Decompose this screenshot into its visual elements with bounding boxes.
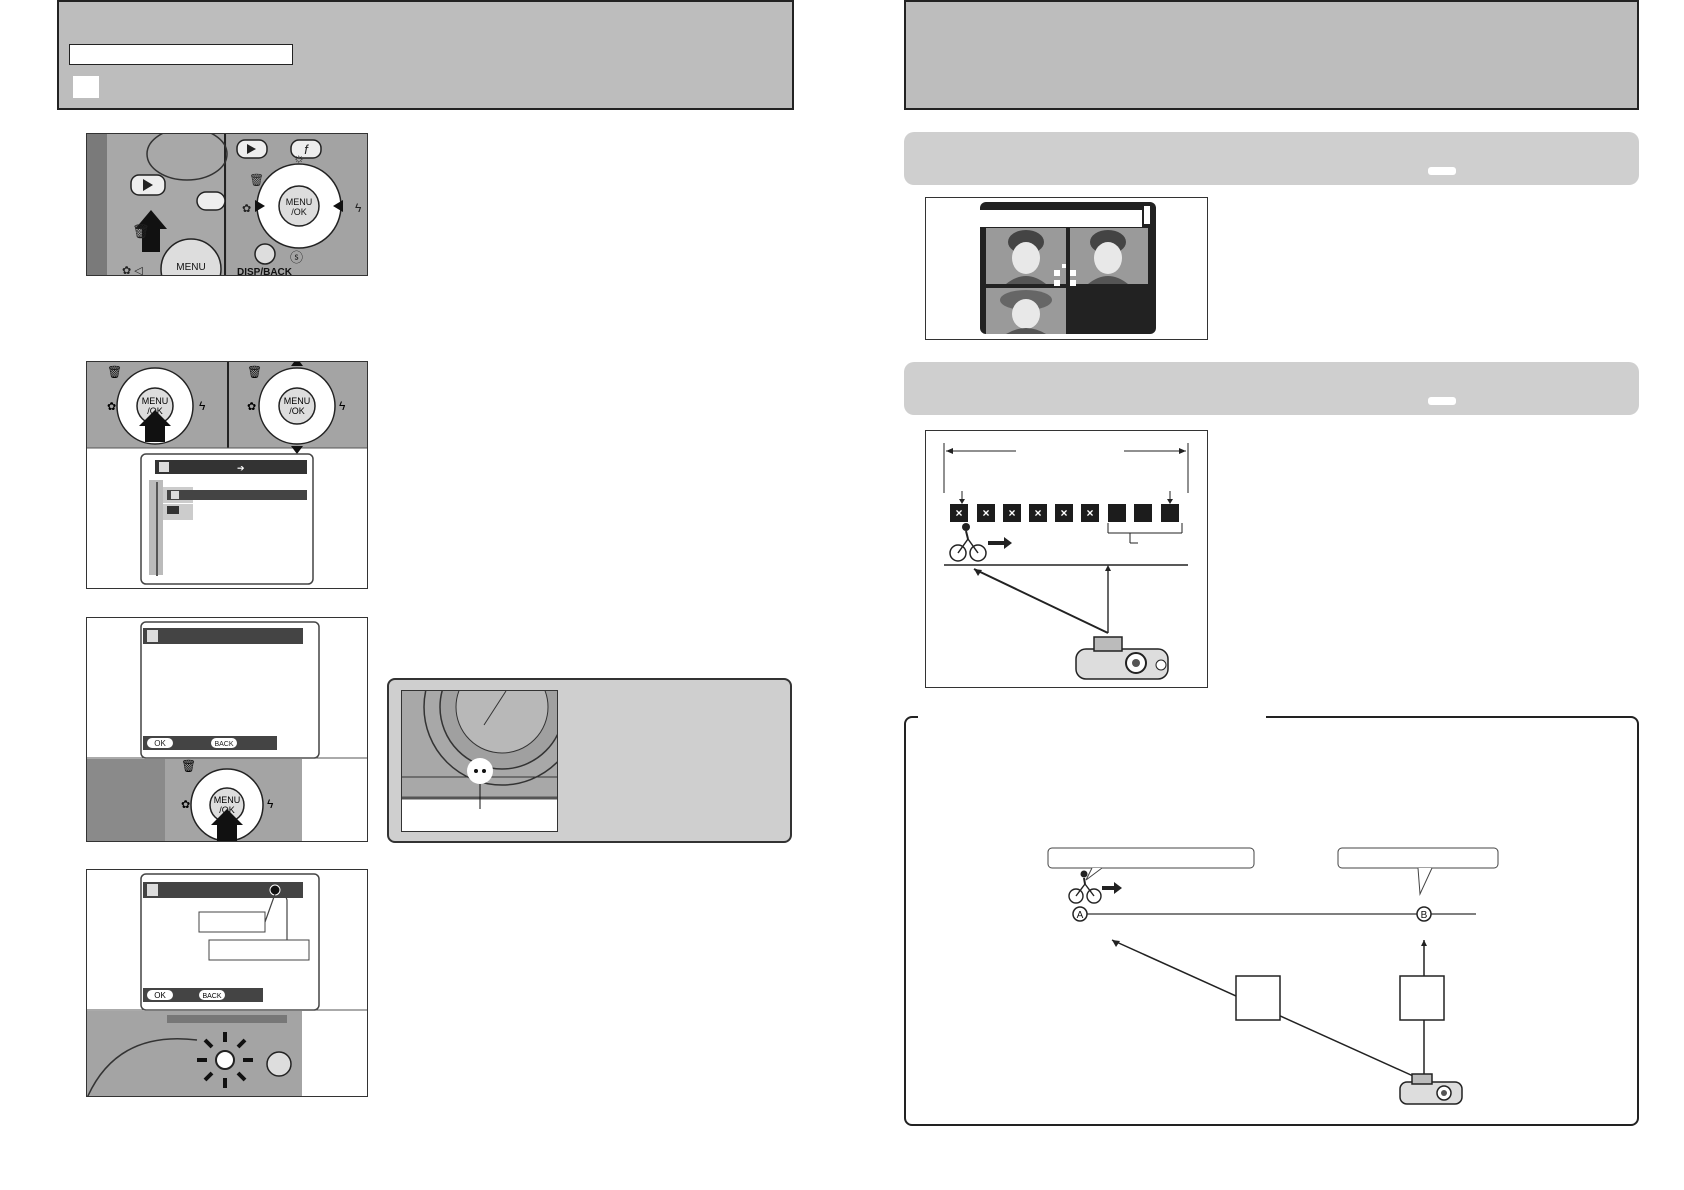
left-header-band (57, 0, 794, 110)
multi-frame-figure (925, 197, 1208, 340)
svg-text:➔: ➔ (237, 463, 245, 473)
section-bar-1-chip (1428, 167, 1456, 175)
frame-kept-3 (1161, 504, 1179, 522)
svg-text:ϟ: ϟ (267, 797, 274, 811)
svg-text:f: f (304, 142, 309, 157)
svg-text:✿: ✿ (181, 799, 190, 811)
camera-icon (1399, 1073, 1463, 1105)
svg-text:✿: ✿ (107, 401, 116, 413)
frame-x-5: × (1055, 504, 1073, 522)
section-bar-2 (904, 362, 1639, 415)
svg-text:MENU: MENU (286, 197, 313, 207)
svg-text:ϟ: ϟ (199, 399, 206, 413)
svg-text:/OK: /OK (289, 406, 305, 416)
frame-x-6: × (1081, 504, 1099, 522)
svg-text:OK: OK (154, 991, 166, 1000)
frame-x-3: × (1003, 504, 1021, 522)
section-bar-1 (904, 132, 1639, 185)
f-button-icon (196, 191, 226, 211)
step2-svg: MENU /OK ✿ ϟ 🗑 MENU /OK ✿ ϟ 🗑 ➔ (87, 362, 367, 585)
svg-text:🗑: 🗑 (249, 173, 264, 187)
microphone-icon (159, 462, 169, 472)
step3-svg: OK BACK MENU /OK ✿ ϟ 🗑 (87, 621, 367, 841)
svg-text:🗑: 🗑 (181, 759, 196, 773)
frame-kept-1 (1108, 504, 1126, 522)
distance-box-a (1235, 975, 1281, 1021)
svg-text:🗑: 🗑 (107, 365, 122, 379)
marker-b-label: B (1421, 910, 1428, 921)
step1-illustration: MENU 🗑 ✿ ◁ f MENU /OK ☼ 🗑 ✿ ϟ ⓢ DISP/BAC… (86, 133, 368, 276)
step2-illustration: MENU /OK ✿ ϟ 🗑 MENU /OK ✿ ϟ 🗑 ➔ (86, 361, 368, 589)
svg-text:/OK: /OK (291, 207, 307, 217)
right-header-band (904, 0, 1639, 110)
svg-text:MENU: MENU (284, 396, 311, 406)
section-bar-2-chip (1428, 397, 1456, 405)
svg-text:OK: OK (154, 739, 166, 748)
svg-text:MENU: MENU (176, 262, 205, 273)
trash-icon: 🗑 (132, 223, 150, 239)
distance-box-b (1399, 975, 1445, 1021)
camera-icon (1075, 636, 1169, 680)
frame-kept-2 (1134, 504, 1152, 522)
photo-frame-3 (986, 288, 1066, 334)
svg-text:✿: ✿ (247, 401, 256, 413)
svg-text:DISP/BACK: DISP/BACK (237, 267, 293, 276)
svg-text:ϟ: ϟ (339, 399, 346, 413)
frame-x-2: × (977, 504, 995, 522)
svg-text:MENU: MENU (142, 396, 169, 406)
continuous-diagram-svg (943, 443, 1189, 680)
note-panel (387, 678, 792, 843)
svg-text:ϟ: ϟ (355, 201, 362, 215)
step3-illustration: OK BACK MENU /OK ✿ ϟ 🗑 (86, 617, 368, 842)
lamp-icon (215, 1050, 235, 1070)
bicycle-icon (1068, 870, 1102, 904)
svg-text:MENU: MENU (214, 795, 241, 805)
header-title-field (69, 44, 293, 65)
photo-frame-2 (1070, 228, 1148, 284)
continuous-diagram: × × × × × × (925, 430, 1208, 688)
note-photo-svg (402, 691, 557, 831)
note-photo (401, 690, 558, 832)
svg-text:ⓢ: ⓢ (290, 250, 303, 265)
header-step-square (73, 76, 99, 98)
timing-box: A B (904, 714, 1639, 1126)
multi-frame-svg (980, 206, 1150, 334)
frame-x-1: × (950, 504, 968, 522)
bicycle-icon (949, 523, 987, 562)
timing-box-tab-gap (918, 714, 1266, 720)
multi-frame-screen (980, 202, 1156, 334)
svg-text:✿: ✿ (242, 203, 251, 215)
photo-frame-1 (986, 228, 1066, 284)
svg-text:🗑: 🗑 (247, 365, 262, 379)
svg-text:✿ ◁: ✿ ◁ (122, 265, 143, 276)
timing-diagram-svg: A B (1047, 847, 1499, 1105)
step1-svg: MENU 🗑 ✿ ◁ f MENU /OK ☼ 🗑 ✿ ϟ ⓢ DISP/BAC… (87, 134, 367, 276)
marker-a-label: A (1077, 910, 1084, 921)
frame-x-4: × (1029, 504, 1047, 522)
svg-text:BACK: BACK (214, 741, 233, 748)
svg-text:☼: ☼ (293, 150, 305, 165)
step4-illustration: OK BACK (86, 869, 368, 1097)
frame-corner-marks (1054, 264, 1076, 286)
step4-svg: OK BACK (87, 873, 367, 1096)
svg-text:BACK: BACK (202, 993, 221, 1000)
